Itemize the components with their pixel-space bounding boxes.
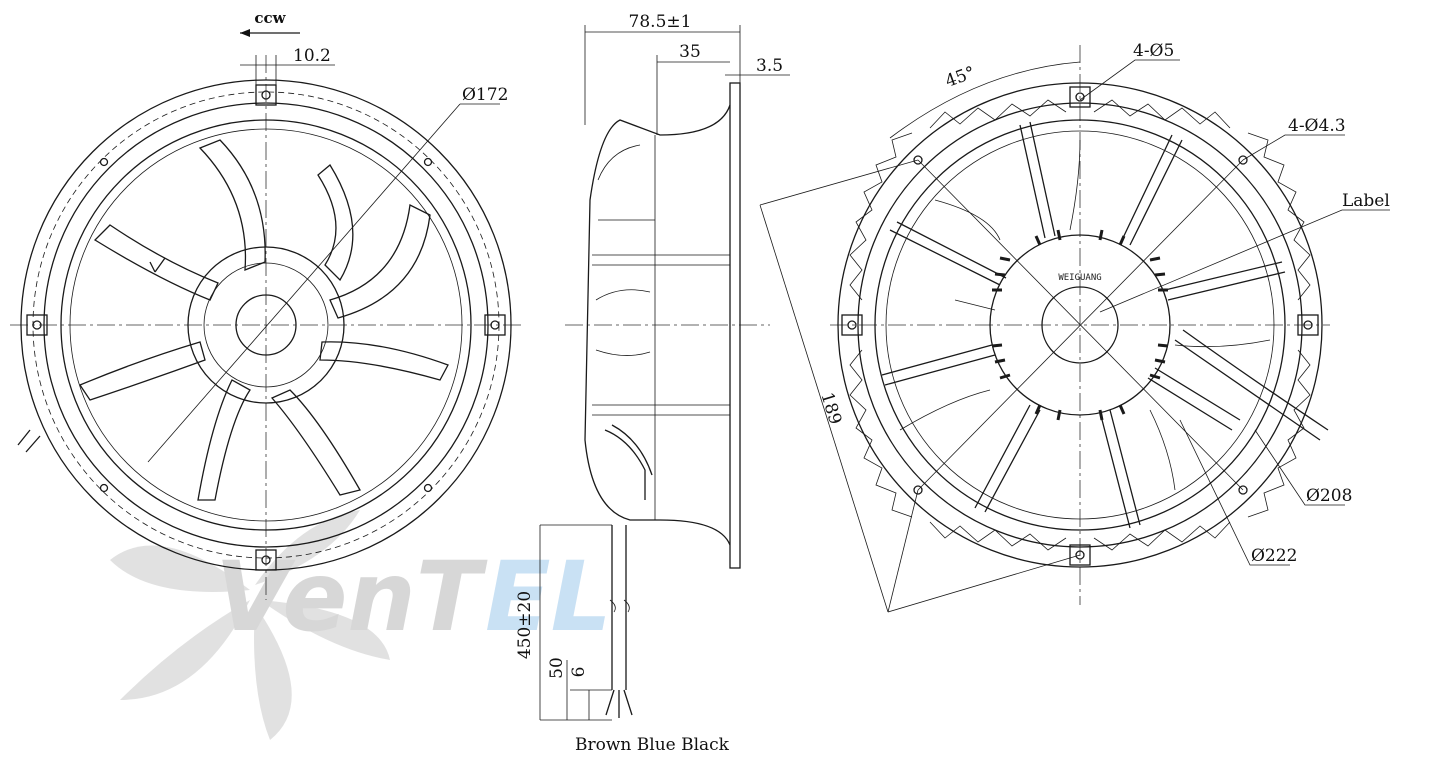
cable-length-label: 450±20 bbox=[515, 591, 535, 659]
rotation-label: ccw bbox=[254, 9, 286, 27]
watermark: VenT EL bbox=[110, 510, 612, 740]
front-mount-holes bbox=[26, 84, 506, 571]
front-impeller-blades bbox=[79, 139, 449, 501]
rear-venturi-ring bbox=[885, 130, 1275, 520]
rear-motor-outer bbox=[989, 234, 1171, 416]
rear-motor-center bbox=[1041, 286, 1119, 364]
diameter-222-label: Ø222 bbox=[1251, 546, 1297, 566]
flange-to-hub-label: 35 bbox=[679, 42, 701, 62]
front-venturi-inner bbox=[69, 128, 463, 522]
watermark-text-main: VenT bbox=[215, 541, 488, 653]
side-view: 78.5±1 35 3.5 450±20 50 6 Brown Blue Bla… bbox=[515, 12, 790, 755]
impeller-diameter-label: Ø172 bbox=[462, 85, 508, 105]
ccw-arrow-head bbox=[240, 29, 250, 37]
rear-view: WEIGUANG 45° 4-Ø5 4-Ø4.3 Label Ø208 Ø222 bbox=[759, 41, 1390, 613]
rear-diagonal-b bbox=[917, 159, 1244, 491]
flange-thickness-label: 3.5 bbox=[756, 56, 783, 76]
slot-width-label: 10.2 bbox=[293, 46, 331, 66]
diameter-208-leader bbox=[1254, 429, 1345, 506]
wire-colors-label: Brown Blue Black bbox=[575, 735, 730, 755]
rear-lattice-struts bbox=[849, 99, 1311, 551]
angle-label: 45° bbox=[943, 63, 978, 92]
hole-outer-leader bbox=[1079, 59, 1180, 101]
front-hub-outer bbox=[187, 246, 345, 404]
front-view: ccw 10.2 Ø172 bbox=[10, 9, 525, 600]
front-hub-center bbox=[235, 294, 297, 356]
front-hub-ring bbox=[203, 262, 329, 388]
wire-end-label: 6 bbox=[569, 667, 589, 678]
airflow-arrow-icon bbox=[149, 257, 166, 273]
motor-label-marking: WEIGUANG bbox=[1058, 273, 1101, 283]
rear-lattice-ring bbox=[857, 102, 1303, 548]
rear-outer-ring bbox=[837, 82, 1323, 568]
side-cable-guide bbox=[604, 424, 653, 500]
hole-inner-label: 4-Ø4.3 bbox=[1288, 116, 1346, 136]
rear-mount-holes bbox=[841, 86, 1319, 566]
hole-outer-label: 4-Ø5 bbox=[1133, 41, 1174, 61]
front-flange-ring bbox=[43, 102, 489, 548]
side-cable bbox=[611, 525, 627, 690]
side-flange bbox=[729, 82, 741, 569]
rear-spokes bbox=[881, 121, 1286, 529]
watermark-fan-icon bbox=[110, 510, 390, 740]
front-cable-stub bbox=[17, 429, 41, 453]
hole-inner-leader bbox=[1242, 134, 1345, 161]
diameter-208-label: Ø208 bbox=[1306, 486, 1352, 506]
label-callout: Label bbox=[1342, 191, 1390, 211]
diameter-172-leader bbox=[147, 103, 461, 463]
angle-arc bbox=[889, 61, 1081, 139]
spacing-189-dim-line bbox=[759, 204, 889, 613]
strip-length-label: 50 bbox=[547, 657, 567, 679]
label-leader bbox=[1099, 209, 1390, 313]
overall-depth-label: 78.5±1 bbox=[629, 12, 692, 32]
front-venturi-ring bbox=[60, 119, 472, 531]
side-wire-ends bbox=[605, 689, 633, 718]
side-ribs bbox=[592, 254, 730, 416]
rear-inner-ring bbox=[874, 119, 1286, 531]
hole-spacing-label: 189 bbox=[816, 390, 845, 427]
side-housing bbox=[584, 104, 731, 546]
rear-cable bbox=[1174, 329, 1329, 441]
rear-blades bbox=[899, 139, 1271, 491]
rear-motor-vents bbox=[991, 229, 1169, 421]
diameter-222-leader bbox=[1179, 419, 1290, 566]
watermark-text-accent: EL bbox=[485, 541, 612, 653]
